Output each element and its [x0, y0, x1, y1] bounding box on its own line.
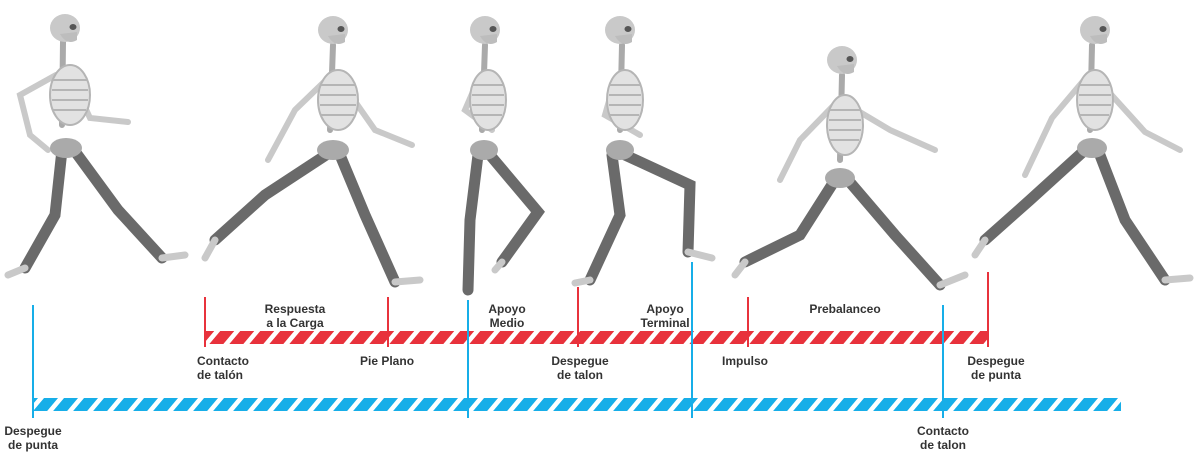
event-label-impulso: Impulso: [722, 354, 769, 368]
stance-event-markers: [204, 272, 989, 347]
skeleton-5: [731, 46, 969, 291]
event-label-contacto-talon: Contacto de talón: [197, 354, 249, 382]
skeleton-3: [461, 16, 545, 296]
skeleton-1: [4, 14, 189, 279]
phase-label-prebalanceo: Prebalanceo: [809, 302, 881, 316]
event-label-despegue-punta-top: Despegue de punta: [967, 354, 1025, 382]
swing-event-markers: [32, 262, 944, 418]
skeleton-2: [201, 16, 424, 288]
phase-label-respuesta-carga: Respuesta a la Carga: [264, 302, 326, 330]
event-label-contacto-talon-bottom: Contacto de talon: [917, 424, 969, 452]
swing-phase-bar: [33, 398, 1121, 411]
skeleton-4: [571, 16, 716, 287]
event-label-pie-plano: Pie Plano: [360, 354, 415, 368]
event-label-despegue-punta-bottom: Despegue de punta: [4, 424, 62, 452]
skeleton-6: [971, 16, 1194, 286]
phase-label-apoyo-terminal: Apoyo Terminal: [640, 302, 690, 330]
event-label-despegue-talon: Despegue de talon: [551, 354, 609, 382]
stance-phase-bar: [205, 331, 989, 344]
phase-label-apoyo-medio: Apoyo Medio: [488, 302, 526, 330]
